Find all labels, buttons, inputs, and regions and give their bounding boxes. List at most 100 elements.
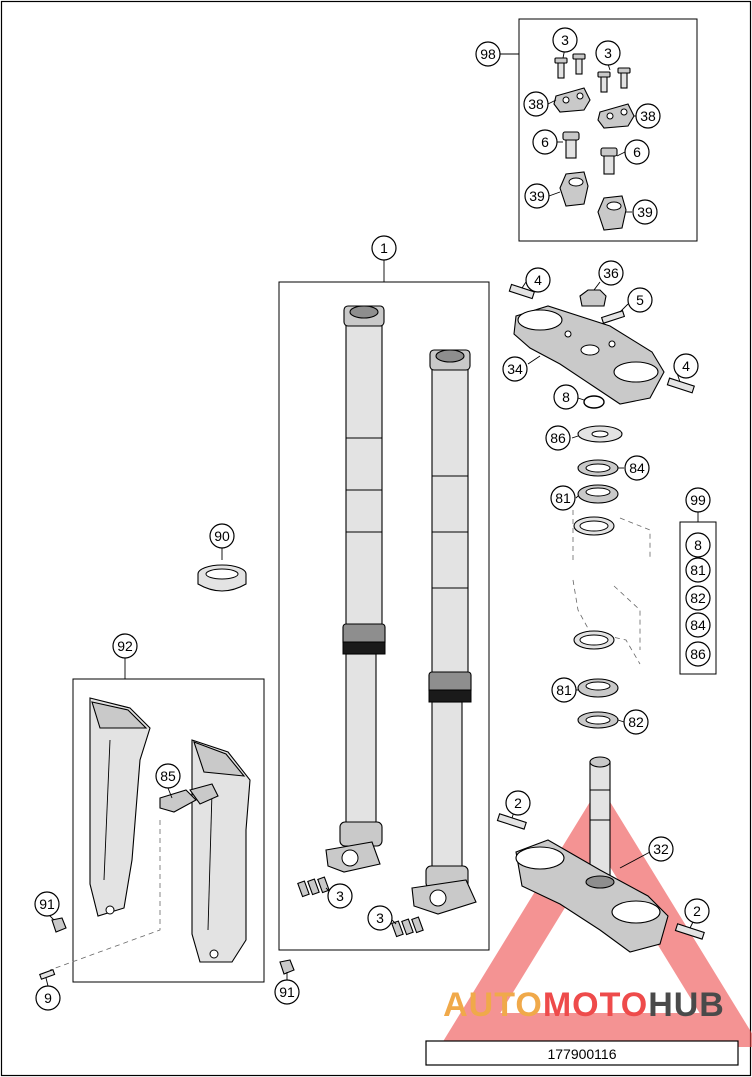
callout-85: 85 <box>155 763 181 789</box>
svg-text:36: 36 <box>603 265 619 281</box>
callout-86: 86 <box>545 425 571 451</box>
callout-92: 92 <box>112 633 138 659</box>
clamp-cap-38-a <box>553 87 591 113</box>
callout-5: 5 <box>627 287 653 313</box>
bolt-3-a <box>554 53 631 93</box>
svg-text:82: 82 <box>628 714 644 730</box>
svg-text:4: 4 <box>682 358 690 374</box>
svg-text:8: 8 <box>694 537 702 553</box>
bolt-2-right <box>674 923 705 940</box>
callout-32: 32 <box>648 836 674 862</box>
svg-text:2: 2 <box>693 903 701 919</box>
svg-text:91: 91 <box>39 896 55 912</box>
svg-text:34: 34 <box>507 361 523 377</box>
callout-99-item-86: 86 <box>685 641 711 667</box>
svg-text:9: 9 <box>44 990 52 1006</box>
lower-clamp-body <box>515 839 669 953</box>
svg-text:8: 8 <box>562 389 570 405</box>
callout-3-b: 3 <box>595 40 621 66</box>
svg-text:90: 90 <box>214 528 230 544</box>
callout-90: 90 <box>209 523 235 549</box>
bolt-5 <box>600 310 626 324</box>
bolt-2-left <box>496 813 527 830</box>
callouts: 98 3 3 38 38 6 6 39 39 1 4 36 5 34 4 8 8… <box>34 27 711 1011</box>
frame-92 <box>72 678 265 983</box>
svg-text:91: 91 <box>279 984 295 1000</box>
screw-9 <box>39 969 56 980</box>
callout-4-b: 4 <box>673 353 699 379</box>
svg-text:38: 38 <box>640 108 656 124</box>
callout-99-item-82: 82 <box>685 585 711 611</box>
callout-36: 36 <box>598 260 624 286</box>
bolt-4-right <box>666 377 695 394</box>
svg-text:1: 1 <box>380 240 388 256</box>
group-92-fork-guards <box>39 658 265 987</box>
steering-stem <box>589 761 611 883</box>
watermark-brand-hub: HUB <box>648 986 725 1024</box>
callout-99-item-81: 81 <box>685 557 711 583</box>
bolt-4-top <box>508 283 536 300</box>
svg-text:4: 4 <box>534 272 542 288</box>
svg-text:32: 32 <box>653 841 669 857</box>
callout-3-c: 3 <box>327 883 353 909</box>
fork-guard-left <box>89 697 151 917</box>
svg-text:6: 6 <box>541 134 549 150</box>
callout-34: 34 <box>502 356 528 382</box>
steering-bearing-stack <box>571 425 651 729</box>
callout-6-b: 6 <box>624 139 650 165</box>
part-90-ring <box>197 548 247 592</box>
callout-82: 82 <box>623 709 649 735</box>
bolt-6-a <box>562 131 580 159</box>
svg-text:3: 3 <box>336 888 344 904</box>
upper-triple-clamp <box>508 281 695 409</box>
group-1-fork-legs <box>278 260 490 951</box>
svg-text:38: 38 <box>528 96 544 112</box>
callout-9: 9 <box>35 985 61 1011</box>
callout-91-a: 91 <box>34 891 60 917</box>
svg-text:84: 84 <box>690 617 706 633</box>
watermark-brand: AUTOMOTOHUB <box>443 986 725 1024</box>
callout-84: 84 <box>624 455 650 481</box>
svg-text:39: 39 <box>637 204 653 220</box>
svg-text:85: 85 <box>160 768 176 784</box>
frame-98 <box>518 18 698 242</box>
bolt-6-b <box>600 147 618 175</box>
callout-81-b: 81 <box>551 677 577 703</box>
handlebar-mount-39-b <box>597 195 627 231</box>
brake-line-guide-85 <box>159 789 197 813</box>
callout-38-b: 38 <box>635 103 661 129</box>
drawing-number-box: 177900116 <box>425 1040 739 1066</box>
svg-text:3: 3 <box>604 45 612 61</box>
svg-text:3: 3 <box>376 910 384 926</box>
o-ring-8 <box>583 395 605 409</box>
fork-leg-right <box>411 349 477 915</box>
callout-3-d: 3 <box>367 905 393 931</box>
callout-3-a: 3 <box>552 27 578 53</box>
svg-text:92: 92 <box>117 638 133 654</box>
callout-99: 99 <box>685 487 711 513</box>
callout-81-a: 81 <box>550 485 576 511</box>
callout-4-a: 4 <box>525 267 551 293</box>
svg-text:84: 84 <box>629 460 645 476</box>
svg-text:3: 3 <box>561 32 569 48</box>
fork-leg-left <box>325 305 386 873</box>
callout-6-a: 6 <box>532 129 558 155</box>
callout-8: 8 <box>553 384 579 410</box>
callout-2-b: 2 <box>684 898 710 924</box>
callout-39-b: 39 <box>632 199 658 225</box>
callout-98: 98 <box>475 41 501 67</box>
svg-text:5: 5 <box>636 292 644 308</box>
screw-91-left <box>51 917 67 933</box>
group-98-clamp-kit <box>500 18 698 242</box>
drawing-number: 177900116 <box>547 1046 616 1062</box>
callout-1: 1 <box>371 235 397 261</box>
svg-text:86: 86 <box>550 430 566 446</box>
bolts-3-right <box>391 916 424 938</box>
svg-text:39: 39 <box>529 188 545 204</box>
handlebar-mount-39-a <box>559 171 589 207</box>
svg-text:98: 98 <box>480 46 496 62</box>
screw-91-right <box>279 959 295 975</box>
callout-99-item-8: 8 <box>685 532 711 558</box>
callout-39-a: 39 <box>524 183 550 209</box>
